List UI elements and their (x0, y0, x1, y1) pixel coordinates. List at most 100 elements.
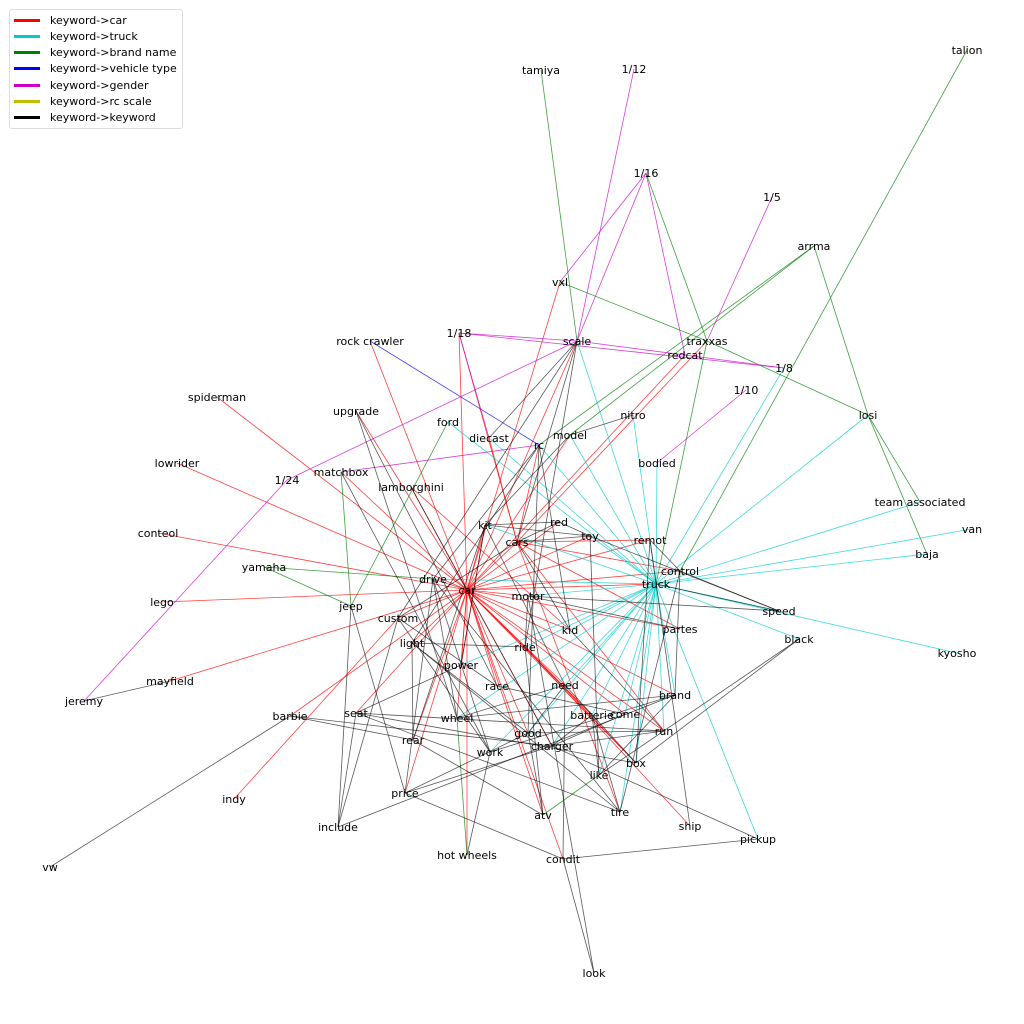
edge-come-charger (551, 713, 626, 747)
edge-atv-ride (524, 646, 544, 816)
edge-traxxas-truck (655, 340, 708, 585)
node-speed: speed (762, 605, 795, 618)
node-kyosho: kyosho (938, 647, 977, 660)
edge-truck-like (598, 583, 657, 776)
edge-need-kit (484, 524, 566, 686)
node-rc: rc (534, 439, 544, 452)
edge-jeremy-mayfield (83, 680, 171, 702)
node-rear: rear (402, 734, 425, 747)
node-1-8: 1/8 (775, 362, 793, 375)
legend-swatch (14, 51, 40, 55)
edge-truck-brand (655, 583, 676, 696)
edge-box-black (635, 638, 800, 764)
node-partes: partes (662, 623, 697, 636)
legend-label: keyword->brand name (50, 46, 177, 60)
edge-1-18-1-8 (458, 332, 785, 369)
node-arrma: arrma (798, 240, 831, 253)
edge-scale-diecast (488, 340, 578, 439)
edge-talion-control (679, 49, 968, 572)
legend-swatch (14, 67, 40, 71)
edge-barbie-car (289, 589, 468, 717)
edge-run-charger (551, 730, 665, 747)
node-toy: toy (581, 530, 599, 543)
legend-item-scale: keyword->rc scale (10, 94, 152, 110)
edge-cars-control (516, 541, 681, 572)
edge-good-need (527, 684, 566, 734)
node-work: work (477, 746, 504, 759)
edge-truck-tire (619, 583, 657, 813)
edge-seat-car (355, 589, 468, 714)
edge-truck-car (466, 583, 657, 591)
edge-red-car (466, 521, 560, 591)
edge-power-kit (460, 524, 486, 666)
edge-arrma-model (569, 245, 815, 436)
node-talion: talion (952, 44, 983, 57)
legend-swatch (14, 116, 40, 120)
edge-traxxas-losi (706, 340, 869, 416)
edge-truck-run (655, 583, 665, 732)
edge-condit-car (466, 589, 564, 860)
edge-batterie-charger (551, 714, 593, 747)
legend-label: keyword->truck (50, 29, 138, 43)
node-matchbox: matchbox (314, 466, 369, 479)
legend-item-vtype: keyword->vehicle type (10, 61, 177, 77)
edge-ride-light (411, 642, 526, 648)
edge-remot-car (466, 539, 651, 591)
node-vw: vw (42, 861, 58, 874)
node-model: model (553, 429, 587, 442)
edge-model-nitro (569, 414, 634, 436)
edge-1-24-jeremy (83, 479, 288, 702)
node-lamborghini: lamborghini (378, 481, 444, 494)
node-mayfield: mayfield (146, 675, 194, 688)
node-1-18: 1/18 (447, 327, 472, 340)
edge-price-drive (404, 578, 434, 794)
edge-motor-car (466, 589, 529, 597)
edge-rc-cars (516, 444, 540, 543)
node-race: race (485, 680, 509, 693)
node-ford: ford (437, 416, 459, 429)
edge-matchbox-jeep (340, 471, 352, 607)
edge-rock-crawler-car (369, 340, 468, 591)
node-box: box (626, 757, 646, 770)
node-rock-crawler: rock crawler (336, 335, 404, 348)
edge-price-good (404, 732, 529, 794)
node-kid: kid (562, 624, 578, 637)
edge-truck-speed (655, 583, 780, 612)
node-control: control (661, 565, 699, 578)
edge-spiderman-car (216, 396, 468, 591)
node-pickup: pickup (740, 833, 776, 846)
node-batterie: batterie (570, 709, 614, 722)
edge-truck-baja (655, 553, 928, 585)
legend-label: keyword->gender (50, 78, 149, 92)
edge-1-18-scale (458, 332, 578, 342)
edge-barbie-rear (289, 715, 414, 741)
node-remot: remot (634, 534, 667, 547)
edge-good-car (466, 589, 529, 734)
node-kit: kit (478, 519, 492, 532)
edge-motor-partes (527, 595, 681, 630)
node-good: good (514, 727, 541, 740)
node-scale: scale (563, 335, 592, 348)
edge-upgrade-wheel (355, 410, 458, 719)
node-1-12: 1/12 (622, 63, 647, 76)
edge-1-18-car (458, 332, 468, 591)
edge-model-car (466, 434, 571, 591)
edge-come-race (496, 685, 626, 715)
edge-truck-pickup (655, 583, 759, 840)
edge-matchbox-work (340, 471, 491, 753)
edge-condit-pickup (562, 838, 759, 860)
node-bodied: bodied (638, 457, 676, 470)
edge-kid-car (466, 589, 571, 631)
node-upgrade: upgrade (333, 405, 379, 418)
edge-like-toy (589, 535, 600, 776)
edge-atv-like (542, 774, 600, 816)
edge-arrma-losi (813, 245, 869, 416)
edge-model-truck (569, 434, 657, 585)
node-condit: condit (546, 853, 581, 866)
node-indy: indy (222, 793, 246, 806)
edge-custom-cars (397, 541, 518, 619)
node-motor: motor (511, 590, 544, 603)
node-look: look (583, 967, 607, 980)
legend-item-car: keyword->car (10, 12, 127, 28)
edge-tire-batterie (591, 714, 621, 813)
